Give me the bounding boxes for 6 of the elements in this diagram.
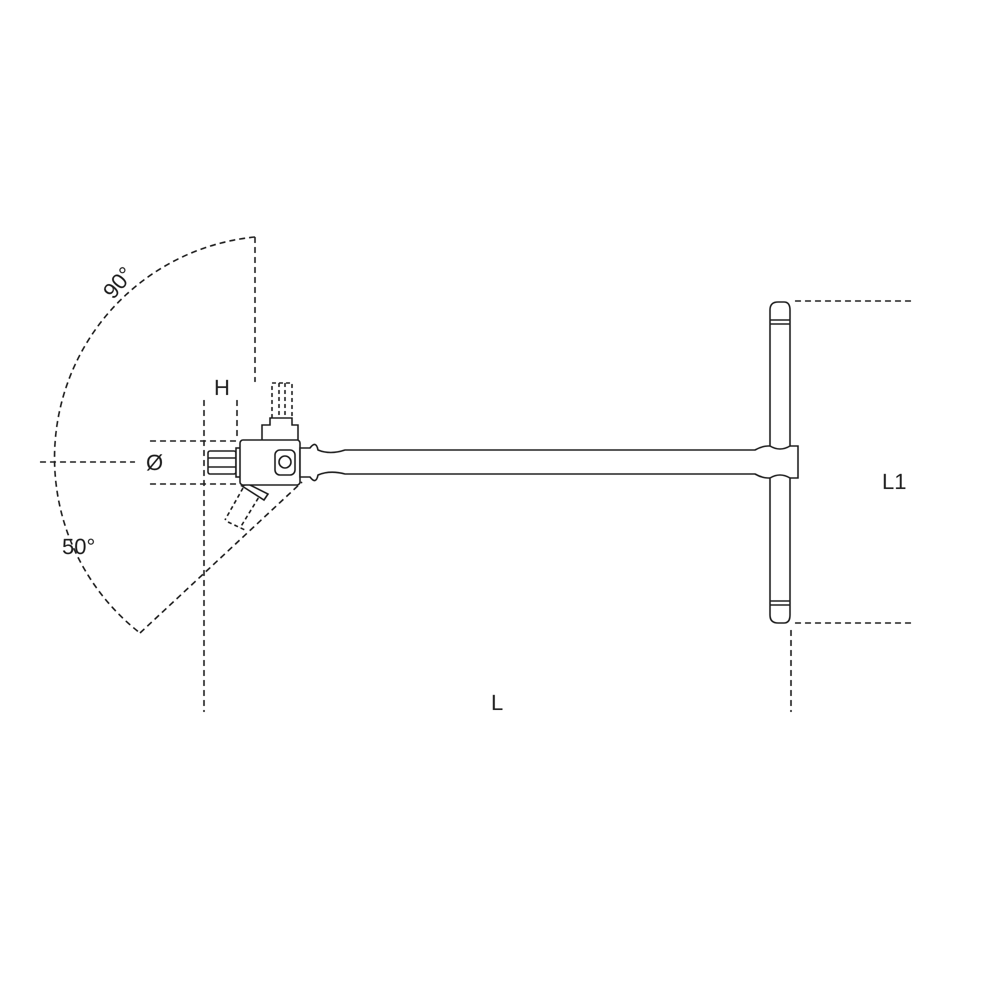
dimension-label: Ø [146,452,164,474]
dimension-label: 50° [62,536,96,558]
dimension-label: L [491,692,504,714]
dimension-label: 90° [100,263,138,303]
dimension-label: H [214,377,230,399]
dimension-label: L1 [882,471,906,493]
